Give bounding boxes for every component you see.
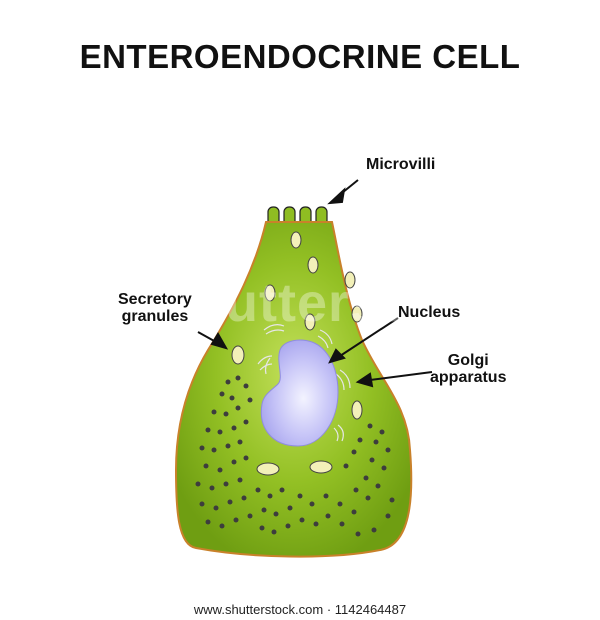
label-nucleus: Nucleus <box>398 304 461 321</box>
secretory-granules <box>231 231 363 476</box>
dense-granules <box>195 375 395 537</box>
label-secretory-granules: Secretory granules <box>118 291 192 325</box>
label-secretory-line1: Secretory <box>118 291 192 308</box>
label-microvilli: Microvilli <box>366 156 436 173</box>
golgi-apparatus <box>257 324 351 442</box>
label-golgi-line2: apparatus <box>430 369 507 386</box>
pointer-arrows <box>197 179 433 388</box>
footer-credit: www.shutterstock.com · 1142464487 <box>193 602 407 617</box>
label-secretory-line2: granules <box>121 308 189 325</box>
nucleus <box>260 339 339 447</box>
page-title: ENTEROENDOCRINE CELL <box>79 38 521 75</box>
label-golgi-apparatus: Golgi apparatus <box>430 352 506 386</box>
label-golgi-line1: Golgi <box>447 352 489 369</box>
